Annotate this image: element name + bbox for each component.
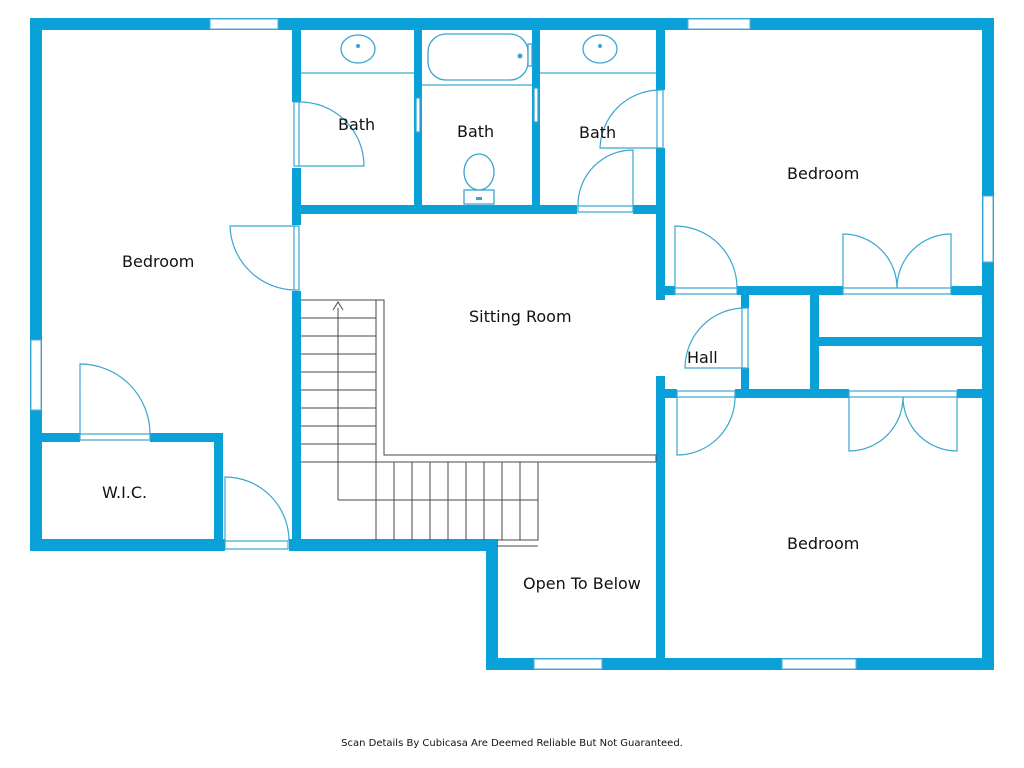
window [982, 195, 994, 263]
room-label-bath-2: Bath [457, 122, 494, 141]
windows [30, 18, 994, 670]
room-label-bedroom-top-right: Bedroom [787, 164, 859, 183]
room-label-hall: Hall [687, 348, 718, 367]
interior-walls [36, 30, 988, 662]
window [533, 658, 603, 670]
staircase [301, 299, 657, 547]
window [687, 18, 751, 30]
room-label-open-to-below: Open To Below [523, 574, 641, 593]
sink-icon [582, 34, 618, 64]
room-label-bath-3: Bath [579, 123, 616, 142]
toilet-icon [463, 153, 495, 191]
room-label-wic: W.I.C. [102, 483, 147, 502]
room-labels: Bedroom Bath Bath Bath Bedroom Sitting R… [102, 115, 859, 593]
disclaimer-text: Scan Details By Cubicasa Are Deemed Reli… [341, 738, 683, 749]
bathroom-fixtures [301, 33, 656, 205]
room-label-bedroom-bottom-right: Bedroom [787, 534, 859, 553]
bathtub-icon [427, 33, 529, 81]
sink-icon [340, 34, 376, 64]
window [781, 658, 857, 670]
room-label-bath-1: Bath [338, 115, 375, 134]
room-label-sitting-room: Sitting Room [469, 307, 572, 326]
window [209, 18, 279, 30]
doors [79, 89, 958, 550]
window [30, 339, 42, 411]
room-label-bedroom-left: Bedroom [122, 252, 194, 271]
